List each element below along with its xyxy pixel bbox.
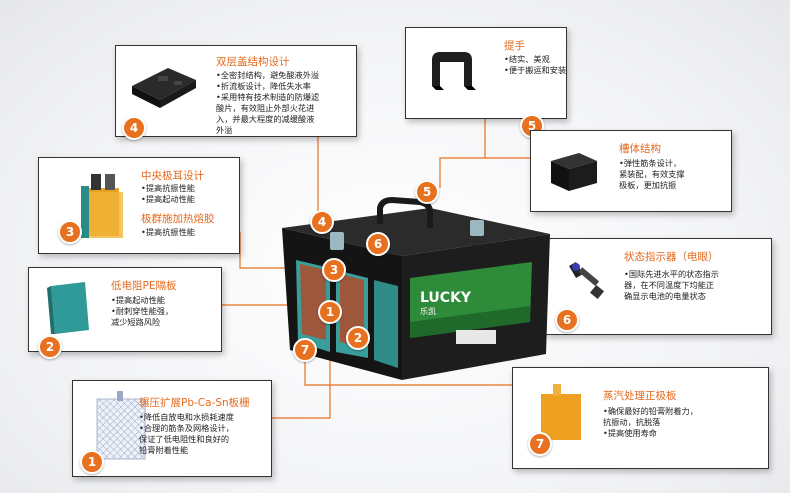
badge-battery-5: 5 xyxy=(415,180,439,204)
cover-bullets: •全密封结构，避免酸液外溢 •折流板设计，降低失水率 •采用特有技术制造的防爆滤… xyxy=(216,70,319,136)
grid-bullet: •降低自放电和水损耗速度 xyxy=(139,412,234,422)
terminal-title: 中央极耳设计 xyxy=(141,170,204,182)
grid-bullets: •降低自放电和水损耗速度 •合理的筋条及网格设计， 保证了低电阻性和良好的 铅膏… xyxy=(139,412,234,456)
badge-battery-3: 3 xyxy=(322,258,346,282)
battery-brand: LUCKY xyxy=(420,290,472,306)
cover-bullet: 外溢 xyxy=(216,125,233,135)
badge-indicator: 6 xyxy=(555,308,579,332)
plate-box: 蒸汽处理正极板 •确保最好的铅膏附着力， 抗振动，抗脱落 •提高使用寿命 xyxy=(512,367,769,469)
indicator-bullet: •国际先进水平的状态指示 xyxy=(624,269,719,279)
indicator-image xyxy=(569,261,605,300)
terminal-bullets: •提高抗振性能 •提高起动性能 xyxy=(141,183,195,205)
cover-bullet: 酸片，有效阻止外部火花进 xyxy=(216,103,315,113)
terminal-bullet: •提高抗振性能 xyxy=(141,183,195,193)
badge-plate: 7 xyxy=(528,432,552,456)
separator-title: 低电阻PE隔板 xyxy=(111,280,177,292)
trough-bullet: 紧装配，有效支撑 xyxy=(619,169,685,179)
plate-bullet: •提高使用寿命 xyxy=(603,428,657,438)
grid-title: 辗压扩展Pb-Ca-Sn板栅 xyxy=(139,397,250,409)
grid-bullet: 铅膏附着性能 xyxy=(139,445,189,455)
handle-bullet: •结实、美观 xyxy=(504,54,550,64)
trough-title: 槽体结构 xyxy=(619,143,661,155)
separator-bullet: 减少短路风险 xyxy=(111,317,161,327)
grid-box: 辗压扩展Pb-Ca-Sn板栅 •降低自放电和水损耗速度 •合理的筋条及网格设计，… xyxy=(72,380,272,477)
badge-grid: 1 xyxy=(80,450,104,474)
battery-illustration: LUCKY 乐凯 xyxy=(282,196,550,380)
hotmelt-title: 极群施加热熔胶 xyxy=(141,213,215,225)
pe-separator-image xyxy=(47,282,89,334)
indicator-bullet: 器，在不同温度下均能正 xyxy=(624,280,715,290)
handle-title: 提手 xyxy=(504,40,525,52)
terminal-bullet: •提高起动性能 xyxy=(141,194,195,204)
separator-bullet: •耐刺穿性能强， xyxy=(111,306,174,316)
handle-image xyxy=(432,52,476,90)
cover-design-box: 双层盖结构设计 •全密封结构，避免酸液外溢 •折流板设计，降低失水率 •采用特有… xyxy=(115,45,357,137)
separator-bullets: •提高起动性能 •耐刺穿性能强， 减少短路风险 xyxy=(111,295,173,328)
badge-separator: 2 xyxy=(38,335,62,359)
trough-bullets: •弹性筋条设计， 紧装配，有效支撑 极板，更加抗振 xyxy=(619,158,685,191)
cover-bullet: •采用特有技术制造的防爆滤 xyxy=(216,92,320,102)
cover-title: 双层盖结构设计 xyxy=(216,56,290,68)
hotmelt-bullets: •提高抗振性能 xyxy=(141,227,195,238)
trough-bullet: 极板，更加抗振 xyxy=(619,180,677,190)
separator-bullet: •提高起动性能 xyxy=(111,295,165,305)
plate-title: 蒸汽处理正极板 xyxy=(603,390,677,402)
badge-battery-2: 2 xyxy=(346,326,370,350)
plate-bullet: 抗振动，抗脱落 xyxy=(603,417,661,427)
cover-bullet: 入，并最大程度的减缓酸液 xyxy=(216,114,315,124)
plate-group-image xyxy=(81,174,123,238)
handle-bullets: •结实、美观 •便于搬运和安装 xyxy=(504,54,566,76)
grid-bullet: 保证了低电阻性和良好的 xyxy=(139,434,230,444)
handle-bullet: •便于搬运和安装 xyxy=(504,65,567,75)
terminal-box: 中央极耳设计 •提高抗振性能 •提高起动性能 极群施加热熔胶 •提高抗振性能 xyxy=(38,157,240,254)
battery-brand-cn: 乐凯 xyxy=(420,306,436,316)
badge-battery-7: 7 xyxy=(293,338,317,362)
indicator-bullets: •国际先进水平的状态指示 器，在不同温度下均能正 确显示电池的电量状态 xyxy=(624,269,719,302)
separator-box: 低电阻PE隔板 •提高起动性能 •耐刺穿性能强， 减少短路风险 xyxy=(28,267,222,352)
cover-bullet: •全密封结构，避免酸液外溢 xyxy=(216,70,320,80)
badge-battery-1: 1 xyxy=(318,300,342,324)
battery-cover-image xyxy=(132,68,196,108)
plate-bullet: •确保最好的铅膏附着力， xyxy=(603,406,698,416)
indicator-title: 状态指示器（电眼） xyxy=(624,251,719,263)
positive-plate-image xyxy=(541,384,581,440)
indicator-bullet: 确显示电池的电量状态 xyxy=(624,291,706,301)
plate-bullets: •确保最好的铅膏附着力， 抗振动，抗脱落 •提高使用寿命 xyxy=(603,406,698,439)
lead-grid-image xyxy=(96,391,146,460)
grid-bullet: •合理的筋条及网格设计， xyxy=(139,423,234,433)
badge-cover: 4 xyxy=(122,116,146,140)
cover-bullet: •折流板设计，降低失水率 xyxy=(216,81,311,91)
trough-bullet: •弹性筋条设计， xyxy=(619,158,682,168)
badge-battery-4: 4 xyxy=(310,210,334,234)
trough-image xyxy=(551,153,597,191)
indicator-box: 状态指示器（电眼） •国际先进水平的状态指示 器，在不同温度下均能正 确显示电池… xyxy=(545,238,772,335)
hotmelt-bullet: •提高抗振性能 xyxy=(141,227,195,237)
trough-box: 槽体结构 •弹性筋条设计， 紧装配，有效支撑 极板，更加抗振 xyxy=(530,130,732,212)
badge-battery-6: 6 xyxy=(366,232,390,256)
handle-box: 提手 •结实、美观 •便于搬运和安装 xyxy=(405,27,567,119)
connector-handle xyxy=(439,118,486,188)
badge-terminal: 3 xyxy=(58,220,82,244)
